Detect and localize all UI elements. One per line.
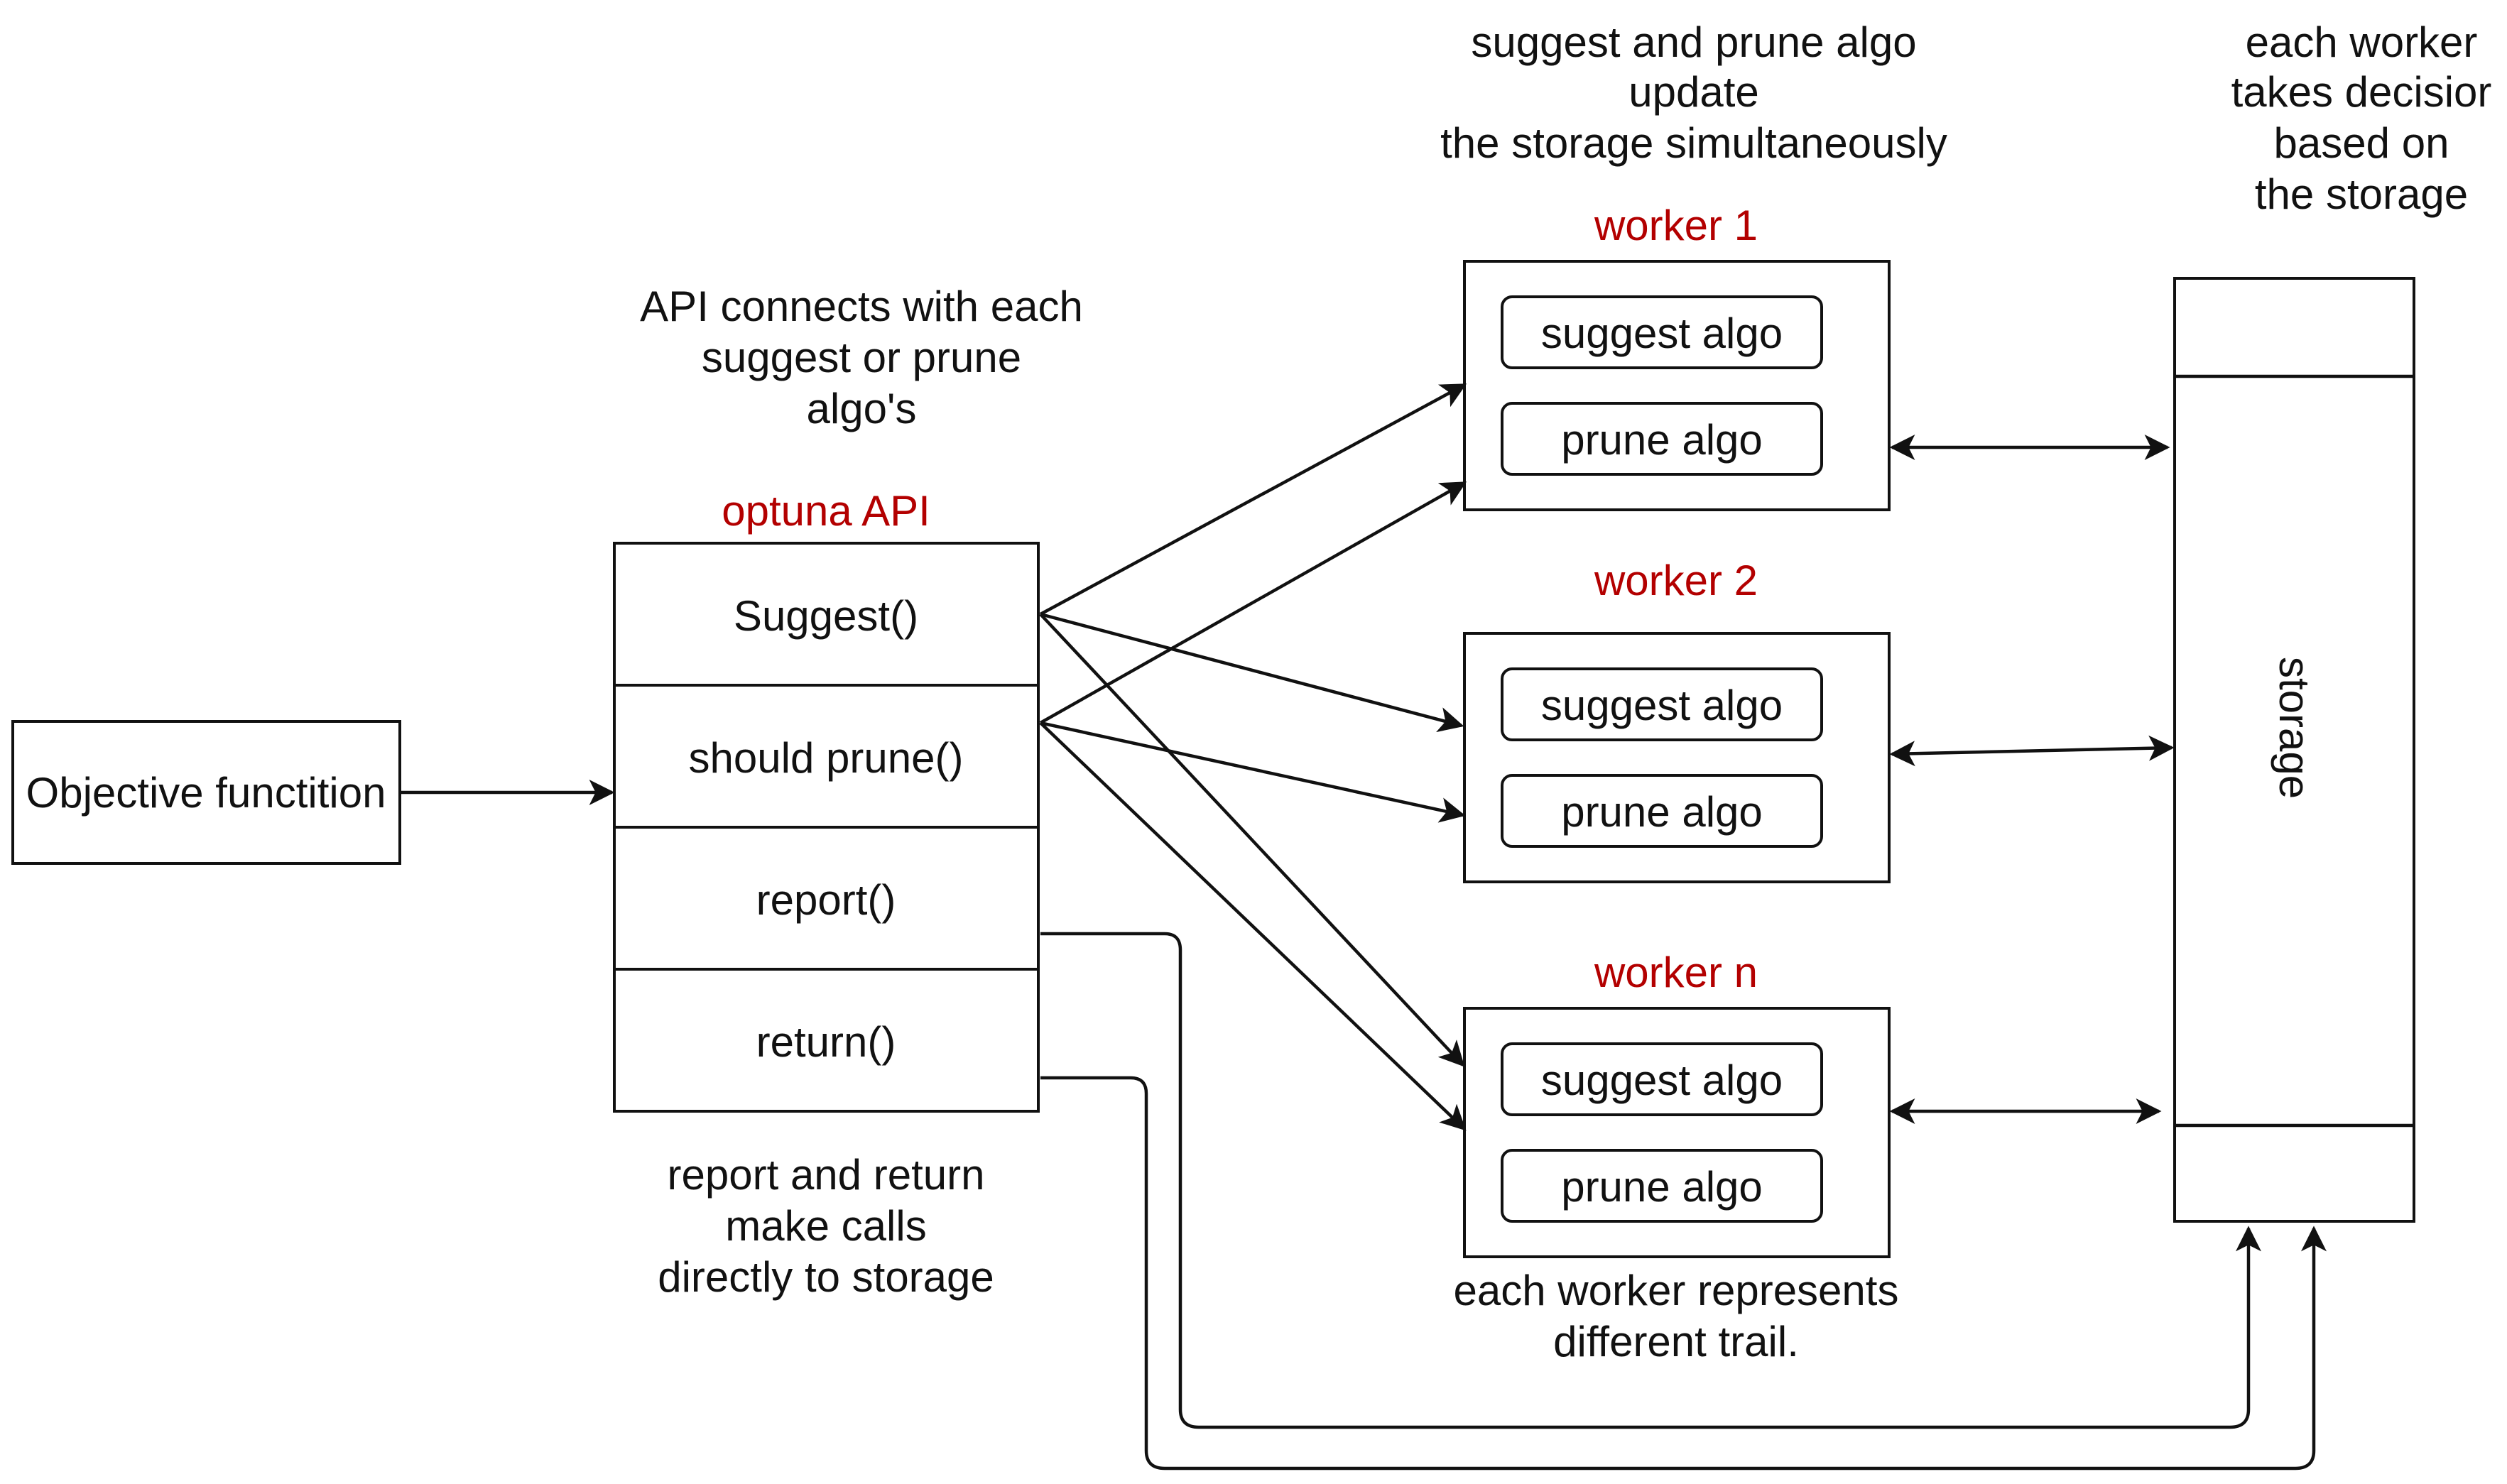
prune-to-worker1-arrow — [1039, 481, 1467, 724]
note-line: takes decisior — [2231, 68, 2492, 116]
suggest-to-workern-arrow — [1039, 613, 1465, 1067]
note-api-connects: API connects with each suggest or prune … — [640, 283, 1083, 432]
note-worker-decision: each worker takes decisior based on the … — [2231, 18, 2492, 218]
note-report-return: report and return make calls directly to… — [658, 1151, 994, 1301]
prune-algo-box — [1501, 1149, 1823, 1223]
storage-to-return-arrow — [1040, 1076, 2327, 1471]
storage-label: storage — [2271, 657, 2318, 799]
note-line: algo's — [807, 385, 917, 432]
worker-2-node: worker 2 suggest algo prune algo — [1463, 557, 1891, 883]
worker-title: worker 2 — [1594, 557, 1758, 604]
note-line: the storage simultaneously — [1440, 119, 1947, 167]
suggest-to-worker1-arrow — [1039, 383, 1467, 616]
worker2-storage-arrow — [1889, 735, 2175, 767]
worker-title: worker 1 — [1594, 202, 1758, 249]
prune-algo-box — [1501, 402, 1823, 476]
api-method-return — [613, 968, 1040, 1113]
api-method-suggest — [613, 542, 1040, 687]
suggest-algo-label: suggest algo — [1541, 682, 1783, 729]
api-method-report — [613, 826, 1040, 971]
note-worker-trail: each worker represents different trail. — [1454, 1267, 1899, 1365]
note-line: suggest or prune — [702, 334, 1021, 381]
note-line: update — [1628, 68, 1759, 116]
note-line: based on — [2274, 119, 2449, 167]
api-method-should-prune — [613, 684, 1040, 829]
worker-n-node: worker n suggest algo prune algo — [1463, 949, 1891, 1258]
suggest-algo-box — [1501, 667, 1823, 741]
worker-1-node: worker 1 suggest algo prune algo — [1463, 202, 1891, 511]
note-line: different trail. — [1553, 1318, 1799, 1365]
note-line: report and return — [668, 1151, 985, 1199]
suggest-algo-box — [1501, 1042, 1823, 1116]
note-line: each worker — [2246, 18, 2478, 66]
suggest-algo-label: suggest algo — [1541, 310, 1783, 357]
optuna-api-node: optuna API Suggest() should prune() repo… — [613, 487, 1040, 1113]
prune-algo-box — [1501, 774, 1823, 848]
suggest-algo-box — [1501, 295, 1823, 369]
storage-node: storage — [2173, 277, 2415, 1223]
report-to-storage-arrow — [1040, 932, 2261, 1429]
note-line: the storage — [2255, 170, 2468, 218]
objective-function-node: Objective functition — [11, 720, 401, 865]
note-line: suggest and prune algo — [1471, 18, 1916, 66]
connectors — [400, 383, 2327, 1471]
objective-function-box — [11, 720, 401, 865]
storage-box — [2173, 277, 2415, 1223]
suggest-algo-label: suggest algo — [1541, 1057, 1783, 1104]
suggest-to-worker2-arrow — [1040, 612, 1464, 733]
note-suggest-prune-update: suggest and prune algo update the storag… — [1440, 18, 1947, 167]
note-line: directly to storage — [658, 1253, 994, 1301]
note-line: API connects with each — [640, 283, 1083, 330]
optuna-api-title: optuna API — [722, 487, 930, 535]
objective-function-label: Objective functition — [26, 769, 386, 817]
api-method-label: Suggest() — [734, 592, 918, 640]
api-method-label: should prune() — [689, 734, 964, 782]
prune-to-workern-arrow — [1039, 721, 1467, 1131]
prune-algo-label: prune algo — [1561, 416, 1763, 464]
api-method-label: return() — [756, 1018, 896, 1066]
api-method-label: report() — [756, 876, 896, 924]
prune-algo-label: prune algo — [1561, 788, 1763, 836]
note-line: each worker represents — [1454, 1267, 1899, 1314]
prune-algo-label: prune algo — [1561, 1163, 1763, 1211]
worker-title: worker n — [1594, 949, 1758, 996]
prune-to-worker2-arrow — [1040, 721, 1466, 823]
note-line: make calls — [725, 1202, 926, 1250]
